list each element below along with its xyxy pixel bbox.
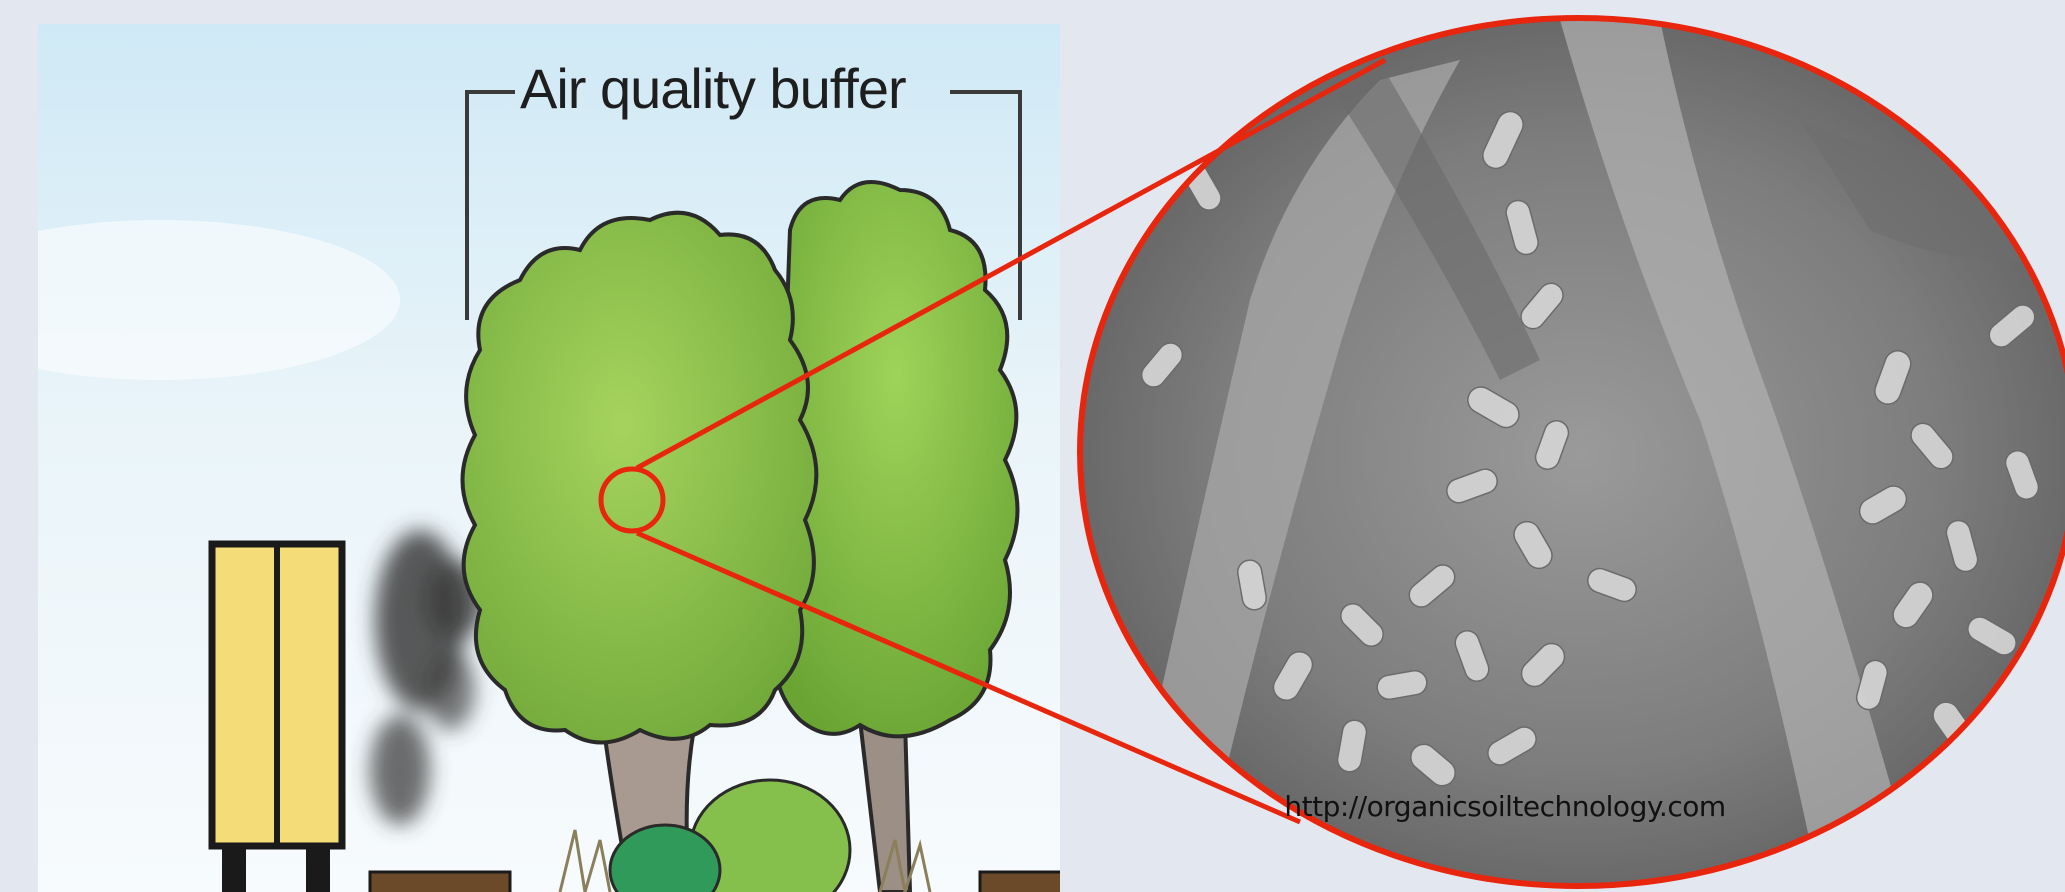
source-url-caption[interactable]: http://organicsoiltechnology.com [1245, 790, 1765, 823]
air-quality-buffer-label: Air quality buffer [520, 56, 906, 121]
micrograph [1080, 18, 2065, 892]
building [212, 544, 342, 892]
illustration-panel [0, 24, 1070, 892]
